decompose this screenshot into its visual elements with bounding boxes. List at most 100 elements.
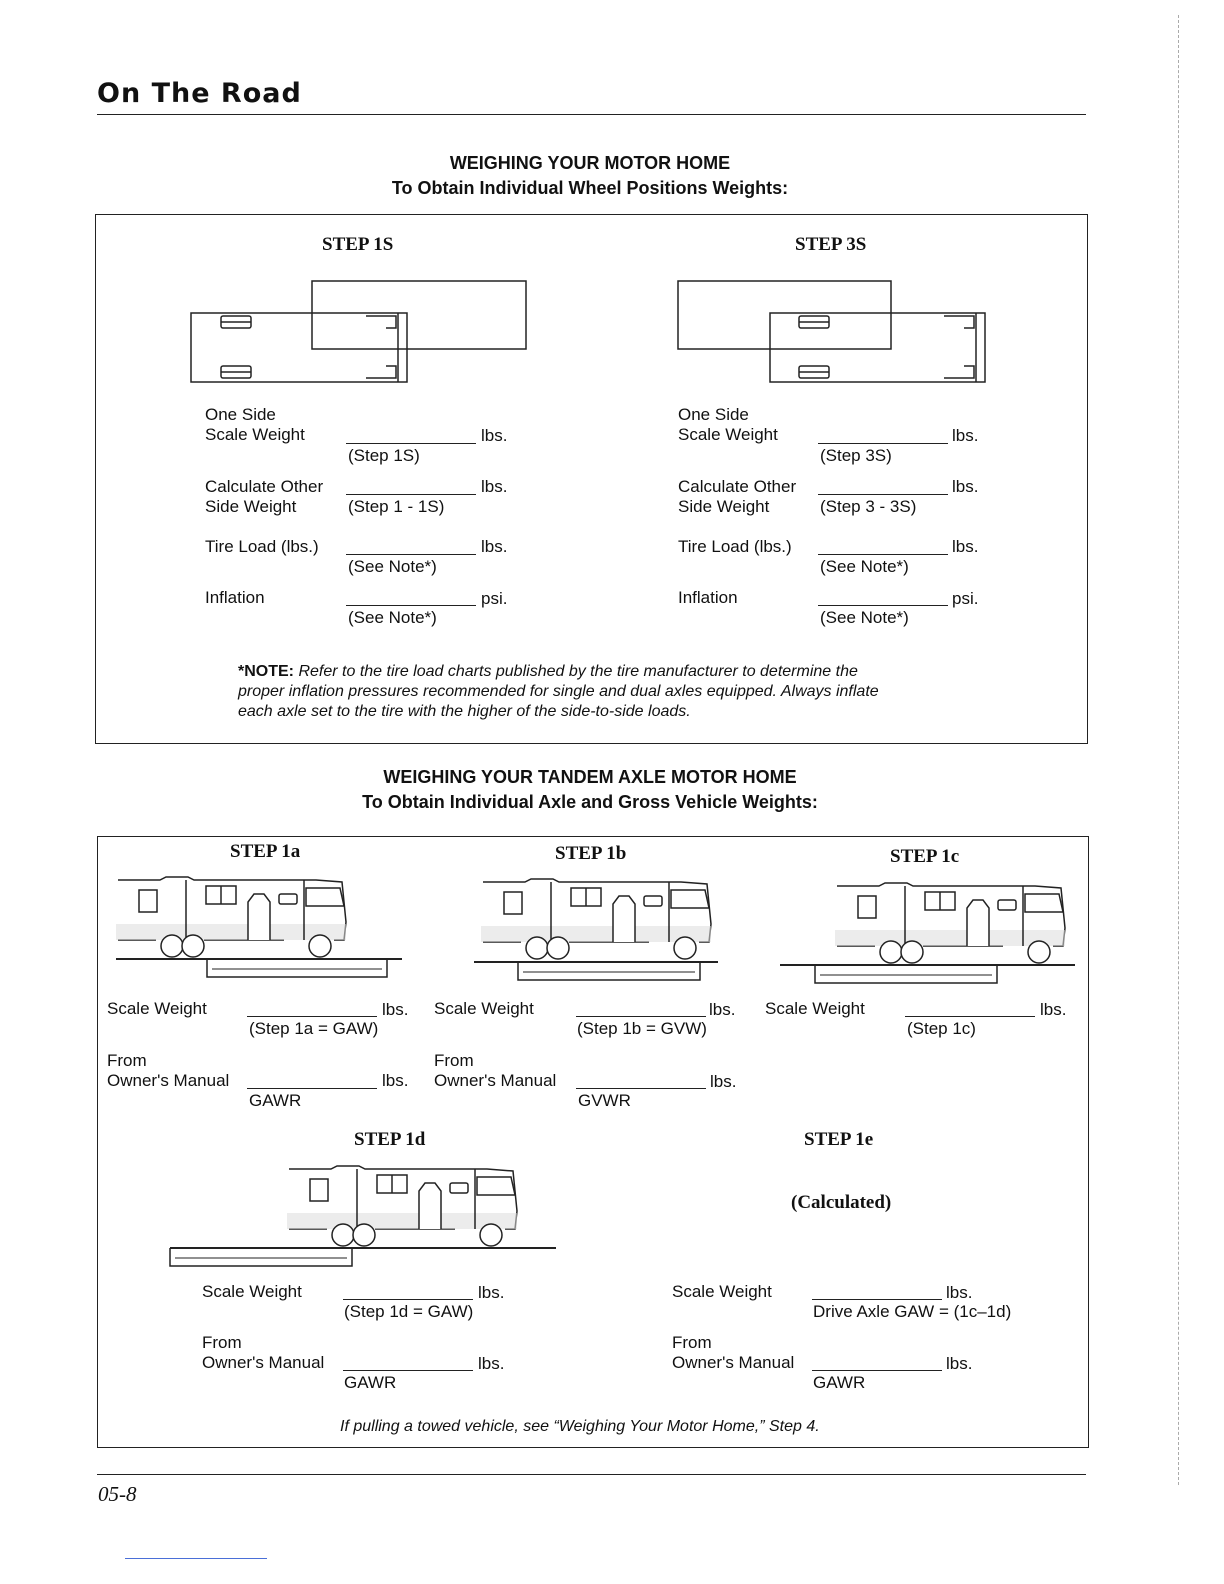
unit-label: psi. [952,589,979,608]
scale-weight-field[interactable] [346,443,476,444]
owners-manual-label: Owner's Manual [107,1071,230,1090]
owners-manual-label: Owner's Manual [672,1353,795,1372]
gawr-field[interactable] [247,1088,377,1089]
note-line-1: Refer to the tire load charts published … [298,663,858,680]
side-weight-label: Side Weight [678,497,770,516]
step-1a-heading: STEP 1a [230,841,301,862]
scale-weight-label: Scale Weight [765,999,865,1018]
scale-weight-field[interactable] [247,1016,377,1017]
inflation-field[interactable] [818,605,948,606]
note-line-3: each axle set to the tire with the highe… [238,703,691,720]
one-side-label: One Side [205,405,276,424]
step-1c-diagram [780,882,1075,984]
section2-subtitle: To Obtain Individual Axle and Gross Vehi… [362,792,818,812]
scale-weight-label: Scale Weight [678,425,778,444]
calculate-other-label: Calculate Other [205,477,324,496]
calculate-other-label: Calculate Other [678,477,797,496]
step-3s-diagram [677,280,986,383]
gawr-field[interactable] [812,1370,942,1371]
inflation-field[interactable] [346,605,476,606]
step-1a-diagram [116,876,402,978]
towed-vehicle-footnote: If pulling a towed vehicle, see “Weighin… [340,1418,820,1435]
scale-weight-field[interactable] [818,443,948,444]
gawr-field[interactable] [343,1370,473,1371]
owners-manual-label: Owner's Manual [202,1353,325,1372]
step-1c-heading: STEP 1c [890,846,960,867]
step-1s-diagram [190,280,527,383]
field-caption: GAWR [249,1091,302,1110]
drive-axle-gaw-field[interactable] [812,1299,942,1300]
from-label: From [107,1051,147,1070]
field-caption: (See Note*) [820,608,909,627]
one-side-label: One Side [678,405,749,424]
section2-title: WEIGHING YOUR TANDEM AXLE MOTOR HOME [383,767,797,787]
page-header-title: On The Road [97,78,302,109]
motor-home-icon [287,1165,518,1247]
header-rule [97,114,1086,115]
scale-weight-label: Scale Weight [205,425,305,444]
step-1s-heading: STEP 1S [322,234,394,255]
step-3s-heading: STEP 3S [795,234,867,255]
unit-label: lbs. [1040,1000,1067,1019]
field-caption: (See Note*) [820,557,909,576]
scale-weight-label: Scale Weight [434,999,534,1018]
tire-load-field[interactable] [818,554,948,555]
field-caption: (Step 1d = GAW) [344,1302,474,1321]
unit-label: lbs. [709,1000,736,1019]
from-label: From [434,1051,474,1070]
step-1b-heading: STEP 1b [555,843,627,864]
unit-label: lbs. [946,1283,973,1302]
scale-weight-field[interactable] [576,1016,706,1017]
footer-rule [97,1474,1086,1475]
from-label: From [202,1333,242,1352]
section1-subtitle: To Obtain Individual Wheel Positions Wei… [391,178,789,198]
side-weight-label: Side Weight [205,497,297,516]
field-caption: (See Note*) [348,557,437,576]
scale-weight-label: Scale Weight [107,999,207,1018]
section1-title: WEIGHING YOUR MOTOR HOME [449,153,731,173]
unit-label: lbs. [481,537,508,556]
tire-load-label: Tire Load (lbs.) [678,537,792,556]
field-caption: (Step 1b = GVW) [577,1019,707,1038]
page-edge-mark [1178,15,1180,1485]
tire-load-field[interactable] [346,554,476,555]
field-caption: GVWR [578,1091,631,1110]
unit-label: lbs. [710,1072,737,1091]
scale-weight-field[interactable] [905,1016,1035,1017]
wheel-position-box [95,214,1088,744]
note-label: *NOTE: [238,663,294,680]
scale-weight-label: Scale Weight [202,1282,302,1301]
gvwr-field[interactable] [576,1088,706,1089]
field-caption: (Step 1a = GAW) [249,1019,379,1038]
tire-load-label: Tire Load (lbs.) [205,537,319,556]
other-side-weight-field[interactable] [346,494,476,495]
unit-label: lbs. [481,477,508,496]
motor-home-icon [481,878,712,960]
unit-label: lbs. [952,537,979,556]
inflation-label: Inflation [678,588,738,607]
field-caption: (Step 1c) [907,1019,976,1038]
unit-label: lbs. [952,426,979,445]
unit-label: lbs. [478,1354,505,1373]
field-caption: (Step 1 - 1S) [348,497,445,516]
vehicle-top-view [190,312,408,383]
unit-label: lbs. [952,477,979,496]
scale-platform [311,280,527,350]
tire-note: *NOTE: Refer to the tire load charts pub… [238,662,1038,682]
field-caption: Drive Axle GAW = (1c–1d) [813,1302,1012,1321]
field-caption: (See Note*) [348,608,437,627]
scale-platform [677,280,892,350]
field-caption: (Step 3 - 3S) [820,497,917,516]
page-number: 05-8 [98,1482,137,1506]
scale-weight-label: Scale Weight [672,1282,772,1301]
tandem-axle-box [97,836,1089,1448]
step-1d-heading: STEP 1d [354,1129,426,1150]
motor-home-icon [835,882,1066,964]
unit-label: lbs. [382,1000,409,1019]
step-1d-diagram [169,1165,556,1267]
other-side-weight-field[interactable] [818,494,948,495]
step-1e-heading: STEP 1e [804,1129,874,1150]
unit-label: lbs. [382,1071,409,1090]
unit-label: lbs. [481,426,508,445]
scale-weight-field[interactable] [343,1299,473,1300]
